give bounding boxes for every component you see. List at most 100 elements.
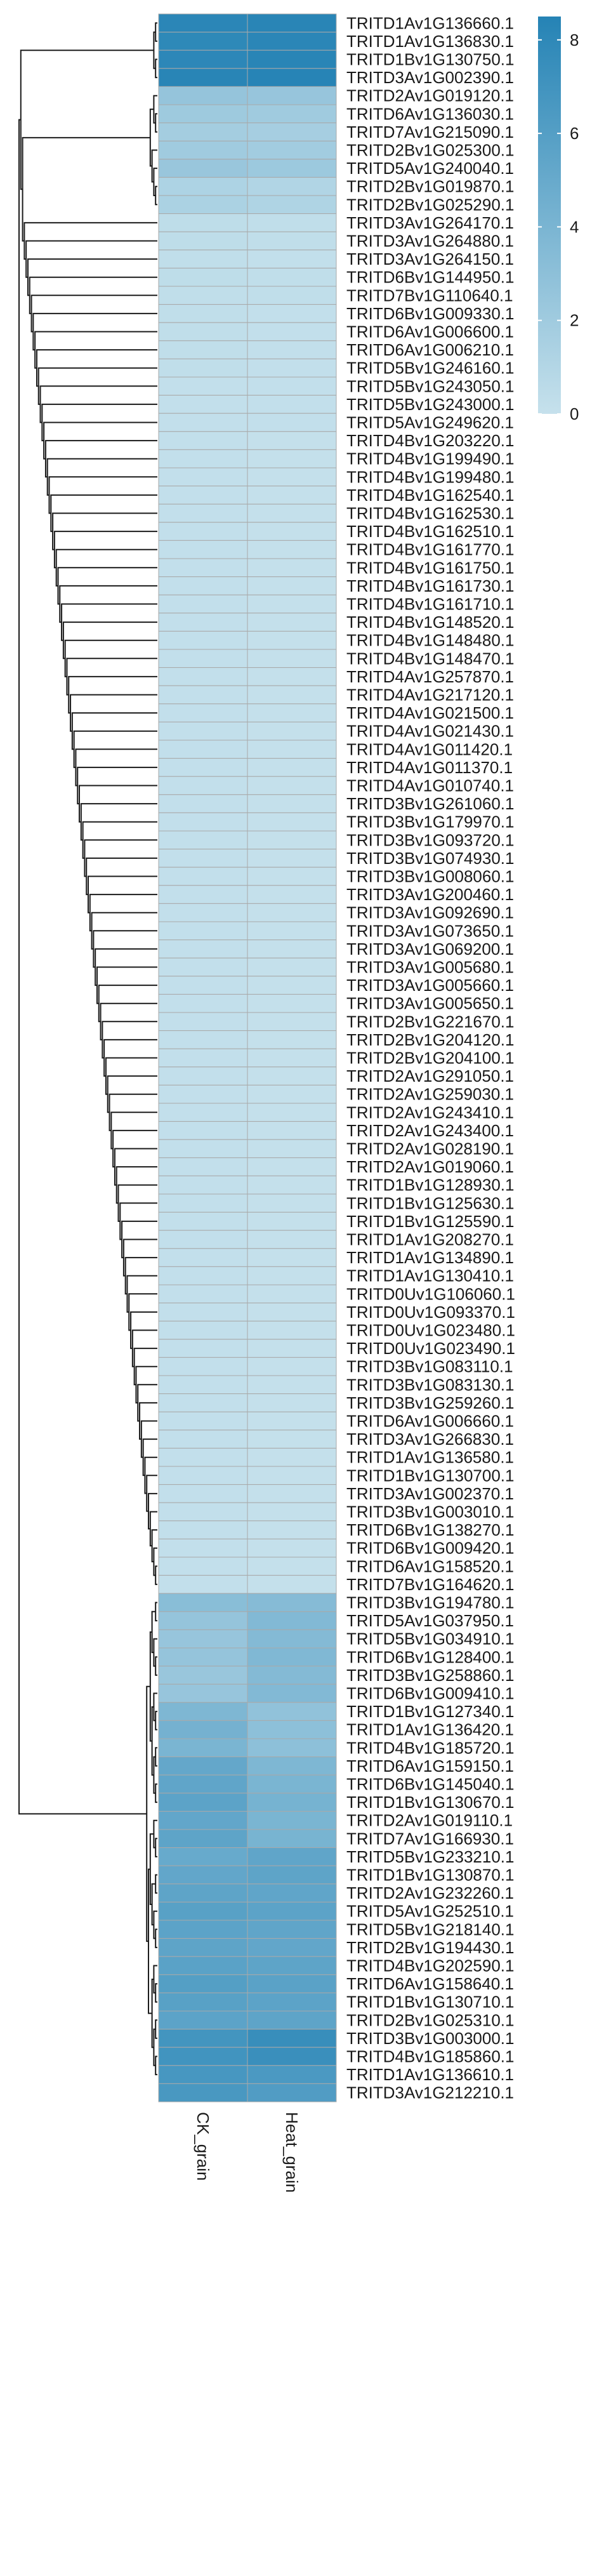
legend-tick-label: 4	[570, 217, 579, 236]
row-label: TRITD2Bv1G025310.1	[346, 2010, 514, 2029]
heatmap-cell	[247, 413, 337, 432]
heatmap-cell	[158, 1938, 248, 1957]
heatmap-cell	[247, 1774, 337, 1794]
heatmap-cell	[247, 1284, 337, 1304]
dendrogram-branch	[148, 1492, 157, 1530]
row-label: TRITD1Bv1G130750.1	[346, 50, 514, 69]
heatmap-cell	[158, 2083, 248, 2102]
dendrogram-branch	[121, 1220, 157, 1259]
row-label: TRITD3Bv1G194780.1	[346, 1593, 514, 1612]
heatmap-cell	[158, 249, 248, 269]
heatmap-cell	[247, 1411, 337, 1431]
row-label: TRITD5Av1G037950.1	[346, 1611, 514, 1630]
heatmap-cell	[247, 1974, 337, 1993]
row-label: TRITD6Bv1G144950.1	[346, 268, 514, 287]
row-label: TRITD1Av1G136580.1	[346, 1448, 514, 1467]
row-label: TRITD3Av1G005680.1	[346, 958, 514, 977]
heatmap-cell	[247, 503, 337, 523]
heatmap-cell	[247, 1938, 337, 1957]
heatmap-cell	[247, 1920, 337, 1939]
heatmap-cell	[247, 1320, 337, 1340]
row-label: TRITD3Bv1G093720.1	[346, 830, 514, 849]
dendrogram-branch	[151, 1529, 157, 1563]
row-label: TRITD3Bv1G003010.1	[346, 1503, 514, 1522]
row-label: TRITD3Av1G092690.1	[346, 903, 514, 922]
dendrogram-branch	[22, 136, 150, 242]
row-label: TRITD2Av1G243400.1	[346, 1121, 514, 1140]
heatmap-cell	[247, 776, 337, 795]
dendrogram-branch	[37, 367, 157, 405]
heatmap-cell	[247, 1575, 337, 1594]
column-label: CK_grain	[194, 2112, 213, 2181]
dendrogram-branch	[155, 2055, 157, 2076]
row-label: TRITD4Av1G021430.1	[346, 722, 514, 741]
row-label: TRITD6Bv1G009420.1	[346, 1539, 514, 1558]
dendrogram-branch	[103, 1039, 157, 1077]
heatmap-cell	[247, 1357, 337, 1376]
heatmap-cell	[158, 957, 248, 977]
dendrogram-branch	[146, 1685, 150, 1942]
row-label: TRITD4Av1G217120.1	[346, 686, 514, 705]
row-label: TRITD5Av1G252510.1	[346, 1902, 514, 1921]
heatmap-cell	[158, 1520, 248, 1539]
heatmap-cell	[158, 1865, 248, 1885]
row-label: TRITD3Bv1G008060.1	[346, 867, 514, 886]
heatmap-cell	[247, 13, 337, 33]
heatmap-cell	[247, 667, 337, 686]
row-label: TRITD4Av1G257870.1	[346, 667, 514, 686]
row-label: TRITD1Av1G134890.1	[346, 1248, 514, 1267]
heatmap-cell	[247, 993, 337, 1013]
heatmap-cell	[158, 903, 248, 922]
row-label: TRITD4Av1G011370.1	[346, 758, 513, 777]
heatmap-cell	[158, 1447, 248, 1467]
row-label: TRITD5Bv1G243000.1	[346, 395, 514, 414]
heatmap-cell	[247, 286, 337, 305]
heatmap-cell	[247, 50, 337, 69]
heatmap-cell	[247, 1557, 337, 1576]
row-label: TRITD1Av1G130410.1	[346, 1266, 514, 1285]
heatmap-cell	[247, 1593, 337, 1612]
heatmap-cell	[247, 1157, 337, 1176]
heatmap-cell	[158, 1139, 248, 1159]
row-label: TRITD7Bv1G110640.1	[346, 286, 513, 305]
heatmap-cell	[158, 1393, 248, 1412]
heatmap-cell	[247, 1230, 337, 1249]
dendrogram-branch	[66, 658, 157, 696]
heatmap-cell	[247, 1339, 337, 1358]
row-label: TRITD4Bv1G199490.1	[346, 449, 514, 468]
heatmap-cell	[247, 1084, 337, 1104]
heatmap-cell	[158, 1720, 248, 1739]
row-labels: TRITD1Av1G136660.1TRITD1Av1G136830.1TRIT…	[346, 13, 515, 2102]
heatmap-cell	[158, 830, 248, 850]
heatmap-cell	[158, 267, 248, 287]
heatmap-cell	[247, 1303, 337, 1322]
heatmap-cell	[247, 2083, 337, 2102]
row-label: TRITD1Bv1G130710.1	[346, 1993, 514, 2012]
row-label: TRITD3Bv1G083110.1	[346, 1357, 513, 1376]
dendrogram-branch	[52, 512, 157, 550]
heatmap-cell	[247, 2010, 337, 2030]
heatmap-cell	[158, 1320, 248, 1340]
heatmap-cell	[158, 1774, 248, 1794]
heatmap-cell	[158, 1611, 248, 1630]
heatmap-cell	[158, 286, 248, 305]
row-label: TRITD4Bv1G199480.1	[346, 467, 514, 486]
row-label: TRITD2Bv1G204100.1	[346, 1049, 514, 1068]
dendrogram-branch	[75, 748, 157, 787]
dendrogram-branch	[44, 440, 157, 478]
heatmap-cell	[247, 358, 337, 378]
heatmap-cell	[247, 1683, 337, 1703]
row-label: TRITD4Bv1G162510.1	[346, 522, 514, 541]
heatmap-cell	[158, 1303, 248, 1322]
heatmap-cell	[158, 140, 248, 160]
heatmap-cell	[158, 1066, 248, 1086]
dendrogram-branch	[155, 1565, 157, 1585]
row-label: TRITD2Bv1G194430.1	[346, 1938, 514, 1957]
row-label: TRITD1Bv1G130870.1	[346, 1866, 514, 1885]
heatmap-cell	[247, 68, 337, 87]
row-label: TRITD2Av1G243410.1	[346, 1103, 514, 1122]
heatmap-cell	[247, 1248, 337, 1267]
row-label: TRITD4Bv1G202590.1	[346, 1956, 514, 1975]
heatmap-cell	[158, 1230, 248, 1249]
dendrogram-branch	[149, 1631, 152, 1742]
